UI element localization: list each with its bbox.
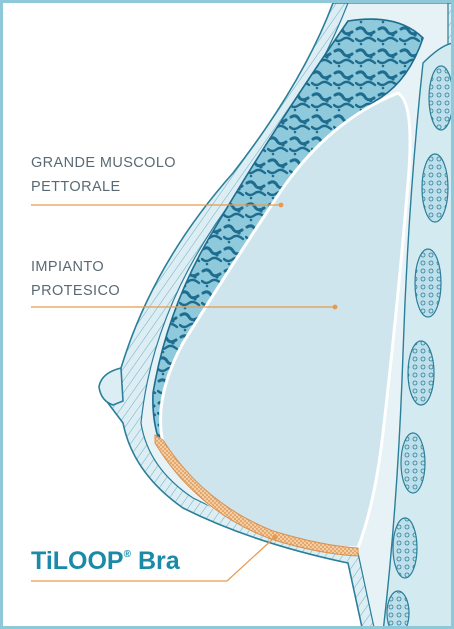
registered-mark: ® [124,549,131,560]
label-implant-line2: PROTESICO [31,281,120,301]
brand-suffix: Bra [138,547,180,575]
label-implant-line1: IMPIANTO [31,257,104,277]
brand-name: TiLOOP [31,547,124,575]
label-muscle-line1: GRANDE MUSCOLO [31,153,176,173]
brand-label: TiLOOP® Bra [31,547,180,576]
breast-cross-section-diagram [3,3,454,629]
label-muscle-line2: PETTORALE [31,177,121,197]
nipple [99,368,123,405]
